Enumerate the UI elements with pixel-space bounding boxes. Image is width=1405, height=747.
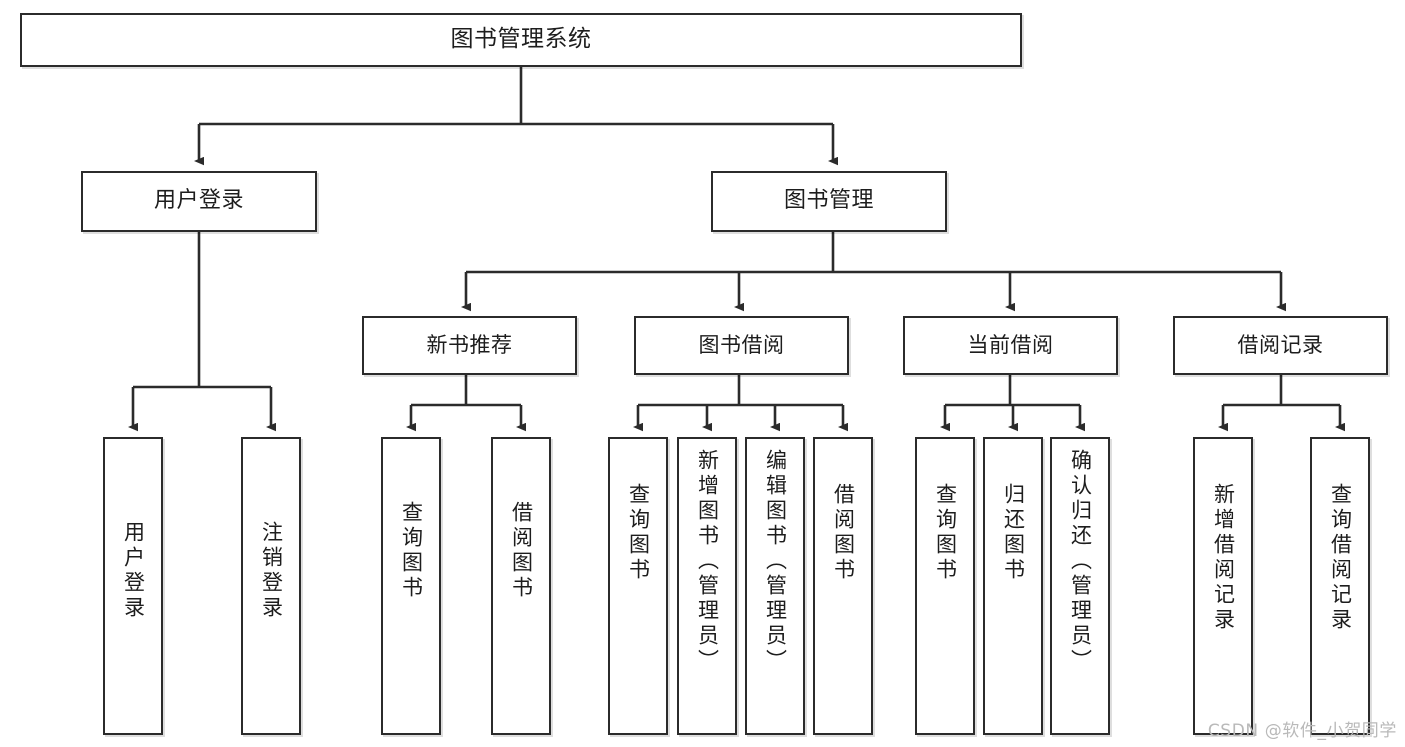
node-root-system[interactable]: 图书管理系统	[20, 13, 1022, 67]
node-label: 查询借阅记录	[1328, 483, 1353, 633]
leaf-add-record[interactable]: 新增借阅记录	[1193, 437, 1253, 735]
leaf-add-book[interactable]: 新增图书（管理员）	[677, 437, 737, 735]
node-label: 新增图书（管理员）	[695, 449, 720, 674]
node-label: 当前借阅	[967, 332, 1054, 357]
node-label: 借阅图书	[831, 483, 856, 583]
node-user-login[interactable]: 用户登录	[81, 171, 317, 232]
leaf-query-record[interactable]: 查询借阅记录	[1310, 437, 1370, 735]
leaf-query-book-1[interactable]: 查询图书	[381, 437, 441, 735]
leaf-borrow-book-2[interactable]: 借阅图书	[813, 437, 873, 735]
leaf-query-book-2[interactable]: 查询图书	[608, 437, 668, 735]
leaf-user-logout[interactable]: 注销登录	[241, 437, 301, 735]
leaf-borrow-book-1[interactable]: 借阅图书	[491, 437, 551, 735]
node-label: 图书借阅	[698, 332, 785, 357]
node-label: 图书管理系统	[450, 26, 592, 53]
node-current-borrow[interactable]: 当前借阅	[903, 316, 1118, 375]
node-label: 编辑图书（管理员）	[763, 449, 788, 674]
node-label: 查询图书	[626, 483, 651, 583]
leaf-confirm-return[interactable]: 确认归还（管理员）	[1050, 437, 1110, 735]
node-label: 借阅图书	[509, 501, 534, 601]
leaf-user-login[interactable]: 用户登录	[103, 437, 163, 735]
node-label: 图书管理	[783, 188, 874, 214]
node-new-book-recommend[interactable]: 新书推荐	[362, 316, 577, 375]
node-label: 查询图书	[399, 501, 424, 601]
node-label: 新增借阅记录	[1211, 483, 1236, 633]
node-book-manage[interactable]: 图书管理	[711, 171, 947, 232]
node-borrow-record[interactable]: 借阅记录	[1173, 316, 1388, 375]
leaf-return-book[interactable]: 归还图书	[983, 437, 1043, 735]
node-label: 借阅记录	[1237, 332, 1324, 357]
leaf-query-book-3[interactable]: 查询图书	[915, 437, 975, 735]
node-label: 归还图书	[1001, 483, 1026, 583]
node-label: 注销登录	[259, 521, 284, 621]
node-label: 查询图书	[933, 483, 958, 583]
node-label: 用户登录	[153, 188, 244, 214]
leaf-edit-book[interactable]: 编辑图书（管理员）	[745, 437, 805, 735]
node-book-borrow[interactable]: 图书借阅	[634, 316, 849, 375]
node-label: 用户登录	[121, 521, 146, 621]
node-label: 确认归还（管理员）	[1068, 449, 1093, 674]
node-label: 新书推荐	[426, 332, 513, 357]
